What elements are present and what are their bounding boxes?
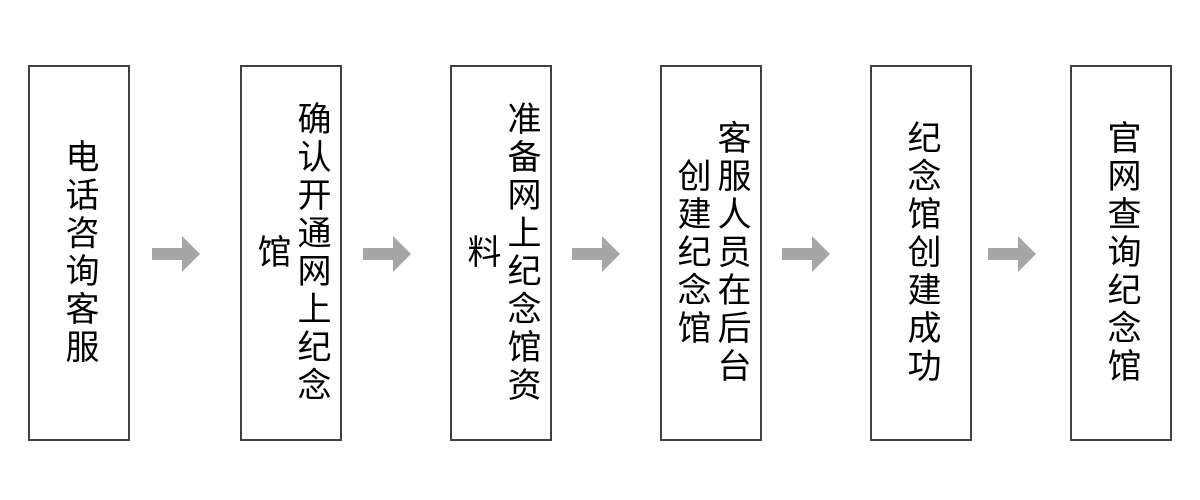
flow-arrow-5-to-6 xyxy=(988,236,1036,272)
right-arrow-icon xyxy=(152,236,200,272)
flow-node-label: 准备网上纪念馆资料 xyxy=(462,101,540,405)
flow-node-step-2[interactable]: 确认开通网上纪念馆 xyxy=(240,65,342,441)
flow-node-step-4[interactable]: 客服人员在后台创建纪念馆 xyxy=(660,65,762,441)
flow-node-label: 电话咨询客服 xyxy=(60,139,98,367)
right-arrow-icon xyxy=(782,236,830,272)
flow-arrow-2-to-3 xyxy=(363,236,411,272)
flow-arrow-4-to-5 xyxy=(782,236,830,272)
flow-node-step-5[interactable]: 纪念馆创建成功 xyxy=(870,65,972,441)
flow-node-label: 纪念馆创建成功 xyxy=(902,120,940,386)
flow-node-step-3[interactable]: 准备网上纪念馆资料 xyxy=(450,65,552,441)
flow-node-label: 客服人员在后台创建纪念馆 xyxy=(672,120,750,386)
flow-node-step-6[interactable]: 官网查询纪念馆 xyxy=(1070,65,1172,441)
right-arrow-icon xyxy=(363,236,411,272)
right-arrow-icon xyxy=(572,236,620,272)
flow-arrow-1-to-2 xyxy=(152,236,200,272)
flow-arrow-3-to-4 xyxy=(572,236,620,272)
right-arrow-icon xyxy=(988,236,1036,272)
flow-node-step-1[interactable]: 电话咨询客服 xyxy=(28,65,130,441)
flow-node-label: 确认开通网上纪念馆 xyxy=(252,101,330,405)
flow-node-label: 官网查询纪念馆 xyxy=(1102,120,1140,386)
